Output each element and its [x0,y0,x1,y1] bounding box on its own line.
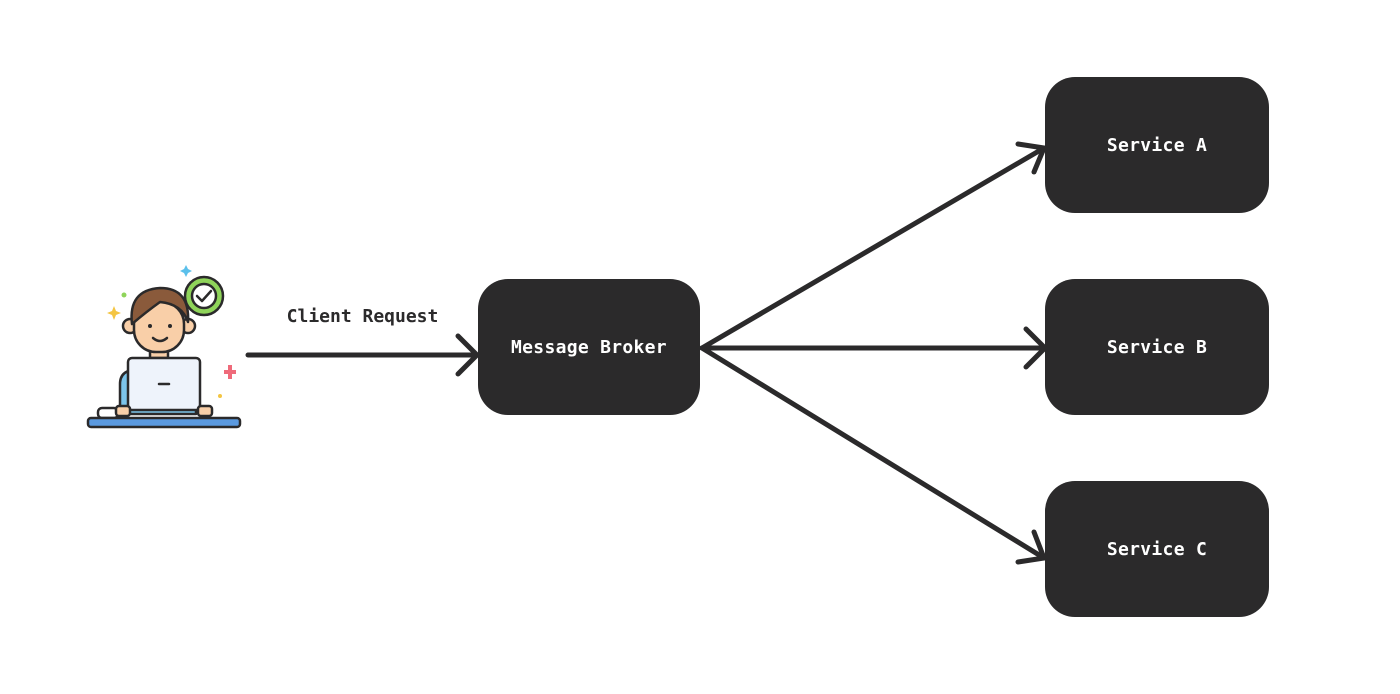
service-a-node: Service A [1045,77,1269,213]
broker-to-service-c-arrow [699,345,1047,565]
broker-to-service-a-arrow [699,141,1047,351]
broker-to-service-b-arrow [699,326,1048,370]
service-b-node: Service B [1045,279,1269,415]
message-broker-node: Message Broker [478,279,700,415]
service-c-node: Service C [1045,481,1269,617]
check-badge-icon [183,275,225,317]
client-request-label: Client Request [286,306,439,327]
client-to-broker-arrow [245,333,480,377]
user-at-laptop-icon [86,265,242,429]
